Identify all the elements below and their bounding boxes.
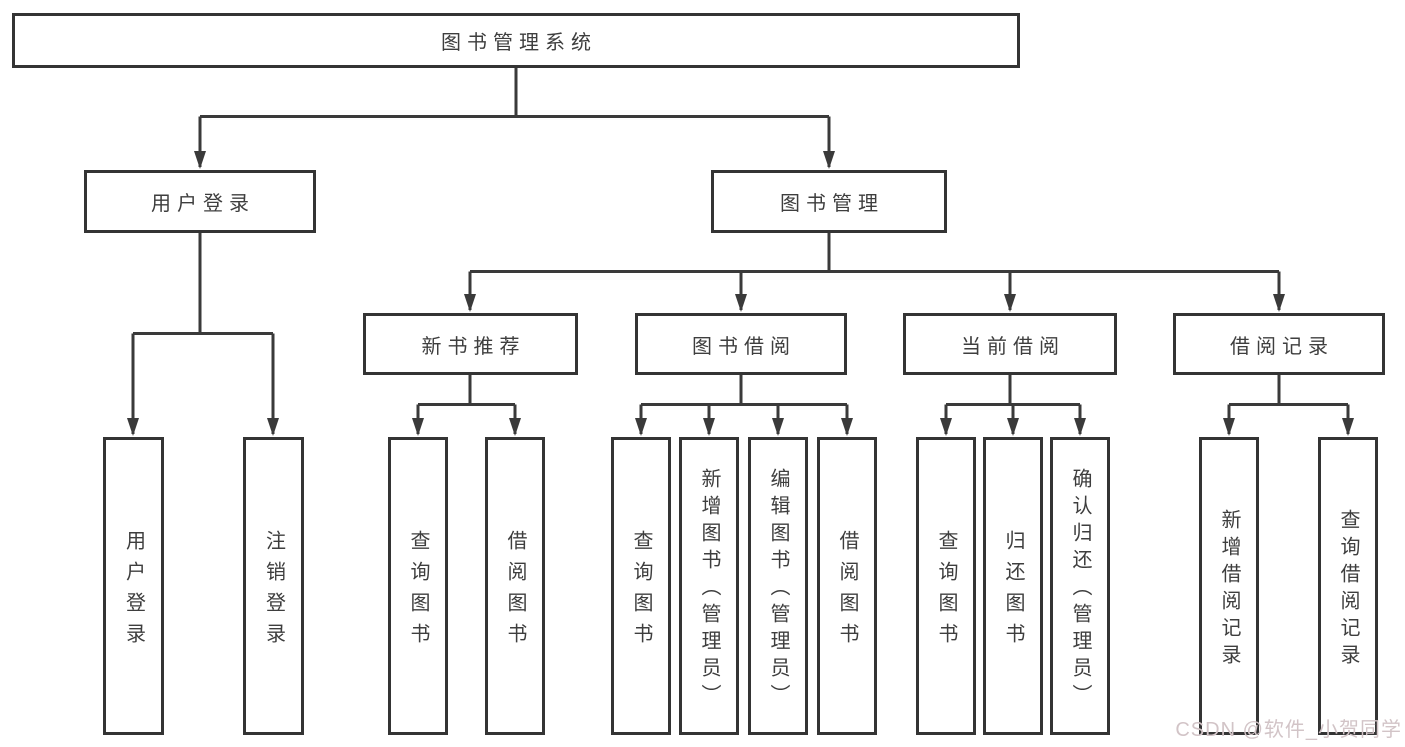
leaf-borrow-book: 借阅图书 — [817, 437, 877, 735]
leaf-return-book-label: 归还图书 — [1002, 529, 1024, 654]
connector-new-book — [412, 375, 521, 436]
leaf-newbook-query: 查询图书 — [388, 437, 448, 735]
leaf-record-query-label: 查询借阅记录 — [1337, 508, 1359, 671]
leaf-newbook-borrow: 借阅图书 — [485, 437, 545, 735]
leaf-borrow-edit-admin-label: 编辑图书（管理员） — [767, 468, 789, 711]
leaf-user-login: 用户登录 — [103, 437, 164, 735]
connector-borrow-record — [1223, 375, 1354, 436]
connector-root — [194, 68, 835, 169]
node-user-login-label: 用户登录 — [151, 193, 255, 215]
leaf-confirm-return-admin-label: 确认归还（管理员） — [1069, 468, 1091, 711]
node-borrow-record: 借阅记录 — [1173, 313, 1385, 375]
leaf-confirm-return-admin: 确认归还（管理员） — [1050, 437, 1110, 735]
connector-current-borrow — [940, 375, 1086, 436]
leaf-borrow-edit-admin: 编辑图书（管理员） — [748, 437, 808, 735]
leaf-current-query: 查询图书 — [916, 437, 976, 735]
leaf-user-login-label: 用户登录 — [122, 529, 145, 654]
node-book-borrow-label: 图书借阅 — [692, 335, 796, 358]
leaf-logout-label: 注销登录 — [262, 529, 285, 654]
node-root: 图书管理系统 — [12, 13, 1020, 68]
node-user-login: 用户登录 — [84, 170, 316, 233]
leaf-borrow-add-admin-label: 新增图书（管理员） — [698, 468, 720, 711]
leaf-borrow-add-admin: 新增图书（管理员） — [679, 437, 739, 735]
connector-book-management — [464, 233, 1285, 312]
leaf-return-book: 归还图书 — [983, 437, 1043, 735]
leaf-current-query-label: 查询图书 — [935, 529, 957, 654]
leaf-logout: 注销登录 — [243, 437, 304, 735]
leaf-borrow-query: 查询图书 — [611, 437, 671, 735]
node-new-book-recommend-label: 新书推荐 — [421, 335, 526, 358]
leaf-record-add-label: 新增借阅记录 — [1218, 508, 1240, 671]
node-book-management: 图书管理 — [711, 170, 947, 233]
node-current-borrow: 当前借阅 — [903, 313, 1117, 375]
leaf-record-add: 新增借阅记录 — [1199, 437, 1259, 735]
connector-user-login — [127, 233, 279, 436]
node-book-borrow: 图书借阅 — [635, 313, 847, 375]
leaf-newbook-query-label: 查询图书 — [407, 529, 429, 654]
leaf-record-query: 查询借阅记录 — [1318, 437, 1378, 735]
leaf-newbook-borrow-label: 借阅图书 — [504, 529, 526, 654]
node-borrow-record-label: 借阅记录 — [1230, 335, 1334, 358]
node-book-management-label: 图书管理 — [780, 193, 884, 215]
node-current-borrow-label: 当前借阅 — [961, 335, 1065, 358]
leaf-borrow-query-label: 查询图书 — [630, 529, 652, 654]
node-new-book-recommend: 新书推荐 — [363, 313, 578, 375]
connector-book-borrow — [635, 375, 853, 436]
node-root-label: 图书管理系统 — [441, 32, 597, 54]
leaf-borrow-book-label: 借阅图书 — [836, 529, 858, 654]
